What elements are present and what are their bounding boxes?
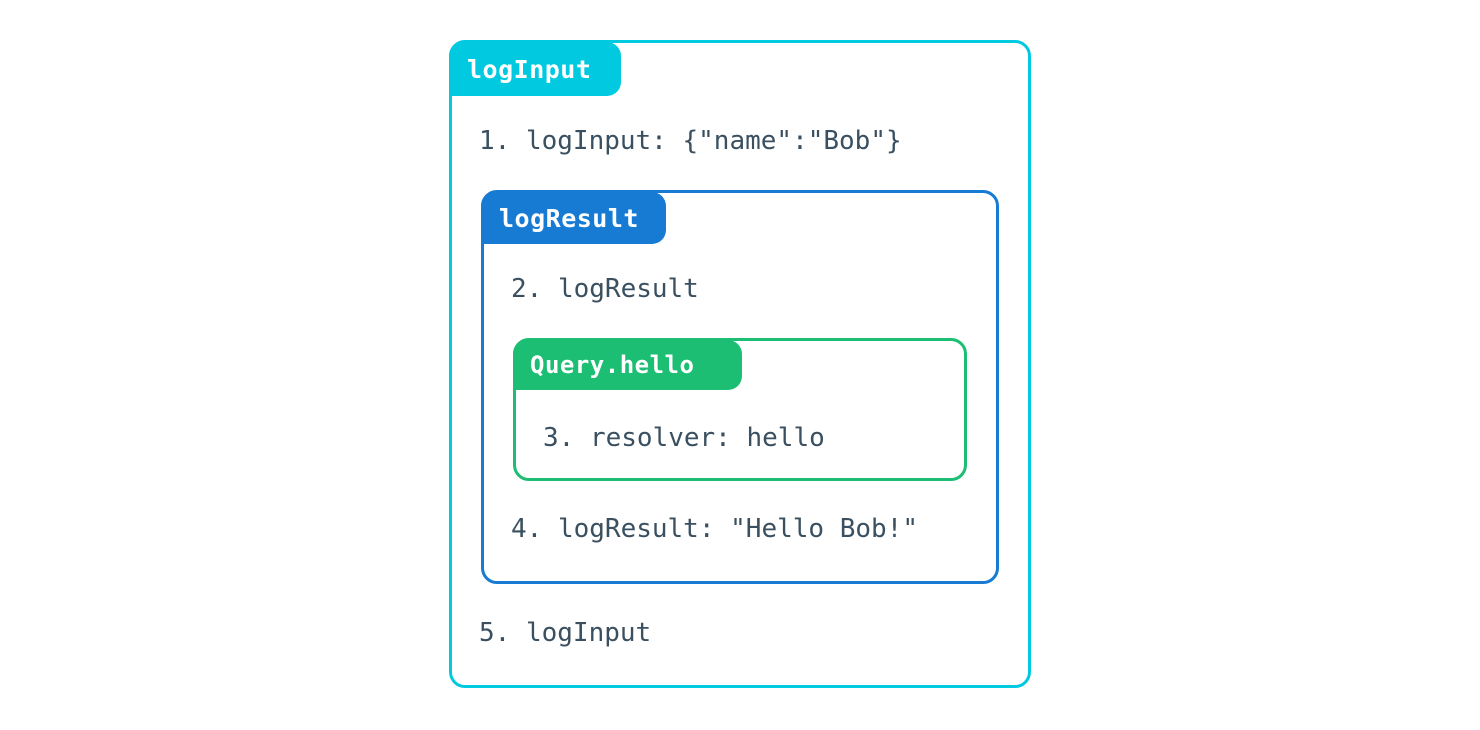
trace-tab-queryhello[interactable]: Query.hello [513, 340, 742, 390]
trace-line-2: 2. logResult [511, 274, 699, 304]
trace-tab-loginput[interactable]: logInput [449, 42, 621, 96]
trace-line-3: 3. resolver: hello [543, 423, 825, 453]
trace-line-4: 4. logResult: "Hello Bob!" [511, 514, 918, 544]
trace-tab-queryhello-label: Query.hello [530, 351, 695, 379]
trace-tab-loginput-label: logInput [467, 54, 592, 84]
trace-line-1: 1. logInput: {"name":"Bob"} [479, 126, 902, 156]
trace-line-5: 5. logInput [479, 618, 652, 648]
trace-tab-logresult-label: logResult [499, 203, 639, 233]
trace-tab-logresult[interactable]: logResult [481, 192, 666, 244]
